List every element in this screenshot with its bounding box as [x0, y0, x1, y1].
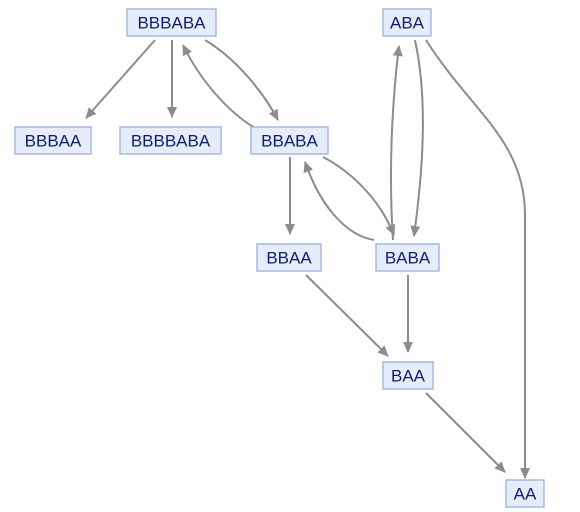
edge-BABA-BBABA — [303, 161, 375, 241]
node-BBBABA: BBBABA — [126, 8, 217, 37]
edge-BAA-AA — [425, 392, 506, 473]
node-label: BBAA — [266, 249, 312, 268]
node-label: BBABA — [261, 132, 318, 151]
node-AA: AA — [505, 479, 545, 508]
edge-ABA-AA — [425, 39, 530, 479]
node-BBBBABA: BBBBABA — [119, 126, 222, 155]
edge-BBBABA-BBABA — [204, 39, 279, 121]
node-ABA: ABA — [382, 8, 432, 37]
node-label: ABA — [390, 14, 425, 33]
edge-BBABA-BABA — [322, 156, 395, 236]
nodes: BBBABA ABA BBBAA BBBBABA BBABA BBAA BABA — [14, 8, 545, 508]
node-label: BBBABA — [137, 14, 206, 33]
edge-BABA-ABA — [390, 45, 403, 241]
node-label: BAA — [391, 367, 426, 386]
edge-BBBABA-BBBAA — [85, 39, 156, 119]
node-label: BBBBABA — [131, 132, 211, 151]
node-BBAA: BBAA — [256, 243, 322, 272]
edges — [85, 39, 530, 479]
edge-BBAA-BAA — [305, 274, 389, 357]
node-label: AA — [514, 485, 537, 504]
node-label: BBBAA — [25, 132, 82, 151]
node-label: BABA — [385, 249, 431, 268]
node-BABA: BABA — [375, 243, 440, 272]
edge-ABA-BABA — [410, 39, 424, 237]
node-BAA: BAA — [382, 361, 434, 390]
node-BBABA: BBABA — [250, 126, 329, 155]
node-BBBAA: BBBAA — [14, 126, 92, 155]
edge-BBABA-BBBABA — [182, 44, 256, 129]
